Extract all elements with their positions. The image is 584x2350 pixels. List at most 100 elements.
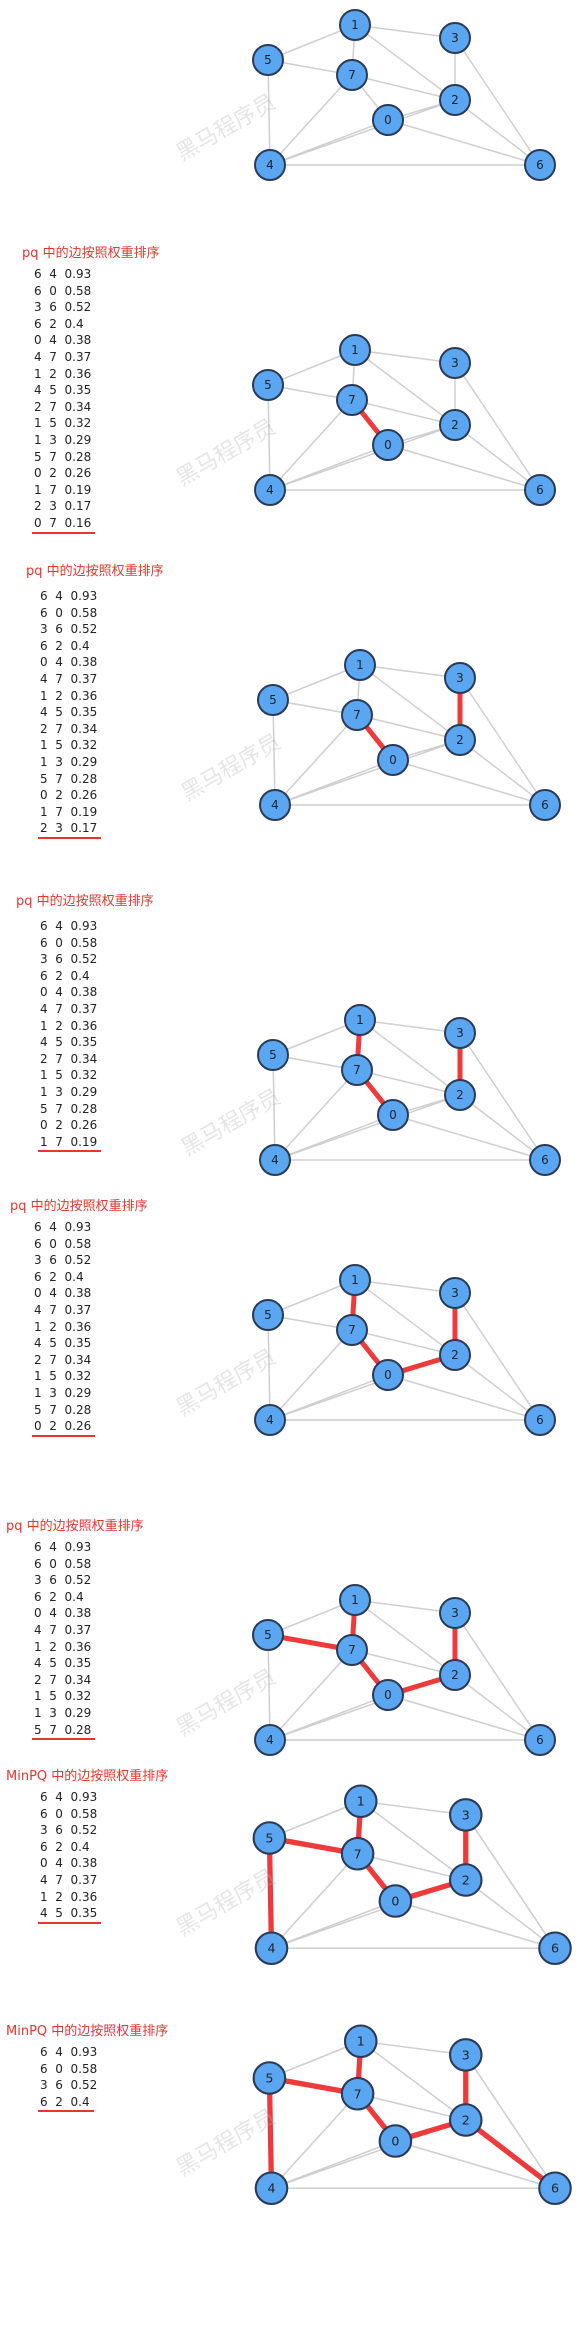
edge-weight-entry: 2 3 0.17 [38,820,102,839]
edge-weight-entry: 0 4 0.38 [34,1606,92,1621]
mst-edge-4-5 [266,2075,275,2191]
edge-weight-entry: 3 6 0.52 [34,1253,92,1268]
vertex-label: 7 [348,1323,356,1337]
vertex-circle [254,1724,286,1756]
vertex-label: 5 [264,378,272,392]
vertex-3: 3 [439,1277,471,1309]
edge-weight-entry: 0 2 0.26 [32,1418,96,1437]
vertex-label: 5 [264,53,272,67]
vertex-circle [444,1079,476,1111]
edge-weight-entry: 6 2 0.4 [38,2094,97,2113]
edge-weight-entry: 1 3 0.29 [40,1084,98,1099]
edge-weight-entry: 1 5 0.32 [34,1369,92,1384]
edge-weight-entry: 5 7 0.28 [32,1722,96,1741]
edge-weight-entry: 6 0 0.58 [34,283,92,298]
vertex-2: 2 [439,1339,471,1371]
vertex-label: 3 [456,671,464,685]
edge-7-2 [356,1069,461,1096]
vertex-1: 1 [343,1784,378,1819]
vertex-1: 1 [343,2024,378,2059]
vertex-label: 3 [462,2047,470,2062]
vertex-circle [254,149,286,181]
current-min-edge: 0 2 0.26 [32,1418,96,1437]
vertex-circle [339,9,371,41]
vertex-7: 7 [341,699,373,731]
edge-3-6 [465,2054,556,2189]
edge-weight-entry: 1 2 0.36 [34,366,92,381]
edge-weight-entry: 6 2 0.4 [34,316,84,331]
vertex-5: 5 [252,44,284,76]
edge-7-4 [274,714,358,806]
edge-weight-entry: 6 4 0.93 [40,589,98,603]
vertex-label: 7 [348,393,356,407]
vertex-circle [252,1299,284,1331]
edge-1-2 [354,1599,456,1676]
edge-weight-entry: 6 4 0.93 [40,919,98,933]
edge-weight-entry: 1 7 0.19 [34,482,92,497]
edge-3-6 [454,1292,541,1421]
edge-3-6 [454,362,541,491]
edge-weight-entry: 4 7 0.37 [34,1622,92,1637]
edge-weight-entry: 6 4 0.93 [40,2045,98,2059]
edge-1-3 [359,664,461,679]
vertex-label: 3 [451,1286,459,1300]
edge-2-6 [454,1354,541,1421]
vertex-label: 3 [462,1807,470,1822]
edge-4-2 [269,99,456,166]
edge-weight-entry: 1 2 0.36 [34,1639,92,1654]
vertex-label: 1 [351,1273,359,1287]
edge-7-4 [269,74,353,166]
vertex-label: 2 [451,93,459,107]
vertex-6: 6 [524,149,556,181]
edge-weight-entry: 4 5 0.35 [34,1336,92,1351]
edge-weight-entry: 0 2 0.26 [34,466,92,481]
edge-0-6 [387,1374,541,1421]
edge-7-2 [351,399,456,426]
edge-weight-entry: 6 2 0.4 [34,1589,84,1604]
vertex-label: 3 [451,356,459,370]
vertex-1: 1 [339,334,371,366]
edge-weight-entry: 0 4 0.38 [40,655,98,670]
vertex-circle [529,1144,561,1176]
vertex-3: 3 [439,22,471,54]
edge-1-2 [359,1019,461,1096]
vertex-circle [336,1634,368,1666]
vertex-3: 3 [444,662,476,694]
vertex-circle [343,1784,378,1819]
edge-1-2 [360,1800,467,1881]
edge-weight-entry: 2 7 0.34 [40,1051,98,1066]
edge-4-2 [269,424,456,491]
vertex-5: 5 [252,2061,287,2095]
current-min-edge: 2 3 0.17 [38,820,102,839]
vertex-0: 0 [372,1359,404,1391]
vertex-3: 3 [439,1597,471,1629]
vertex-6: 6 [524,1724,556,1756]
vertex-3: 3 [448,1798,483,1832]
vertex-label: 3 [451,1606,459,1620]
vertex-6: 6 [538,1931,572,1966]
panel-title: pq 中的边按照权重排序 [6,1519,144,1534]
vertex-circle [339,1264,371,1296]
vertex-circle [344,1004,376,1036]
vertex-2: 2 [444,724,476,756]
vertex-circle [340,1836,375,1871]
edge-weight-entry: 2 7 0.34 [34,399,92,414]
vertex-3: 3 [448,2038,483,2072]
edge-7-4 [269,1329,353,1421]
edge-weight-entry: 1 7 0.19 [40,804,98,819]
vertex-circle [257,1039,289,1071]
vertex-0: 0 [377,744,409,776]
vertex-label: 5 [265,1831,273,1846]
vertex-circle [257,684,289,716]
edge-0-6 [395,1900,556,1950]
edge-weight-entry: 3 6 0.52 [40,622,98,637]
edge-weight-entry: 4 7 0.37 [40,1872,98,1887]
vertex-circle [344,649,376,681]
vertex-circle [538,1931,572,1966]
panel-title: MinPQ 中的边按照权重排序 [6,2024,169,2039]
edge-weight-entry: 0 2 0.26 [40,788,98,803]
edge-weight-entry: 0 7 0.16 [32,515,96,534]
